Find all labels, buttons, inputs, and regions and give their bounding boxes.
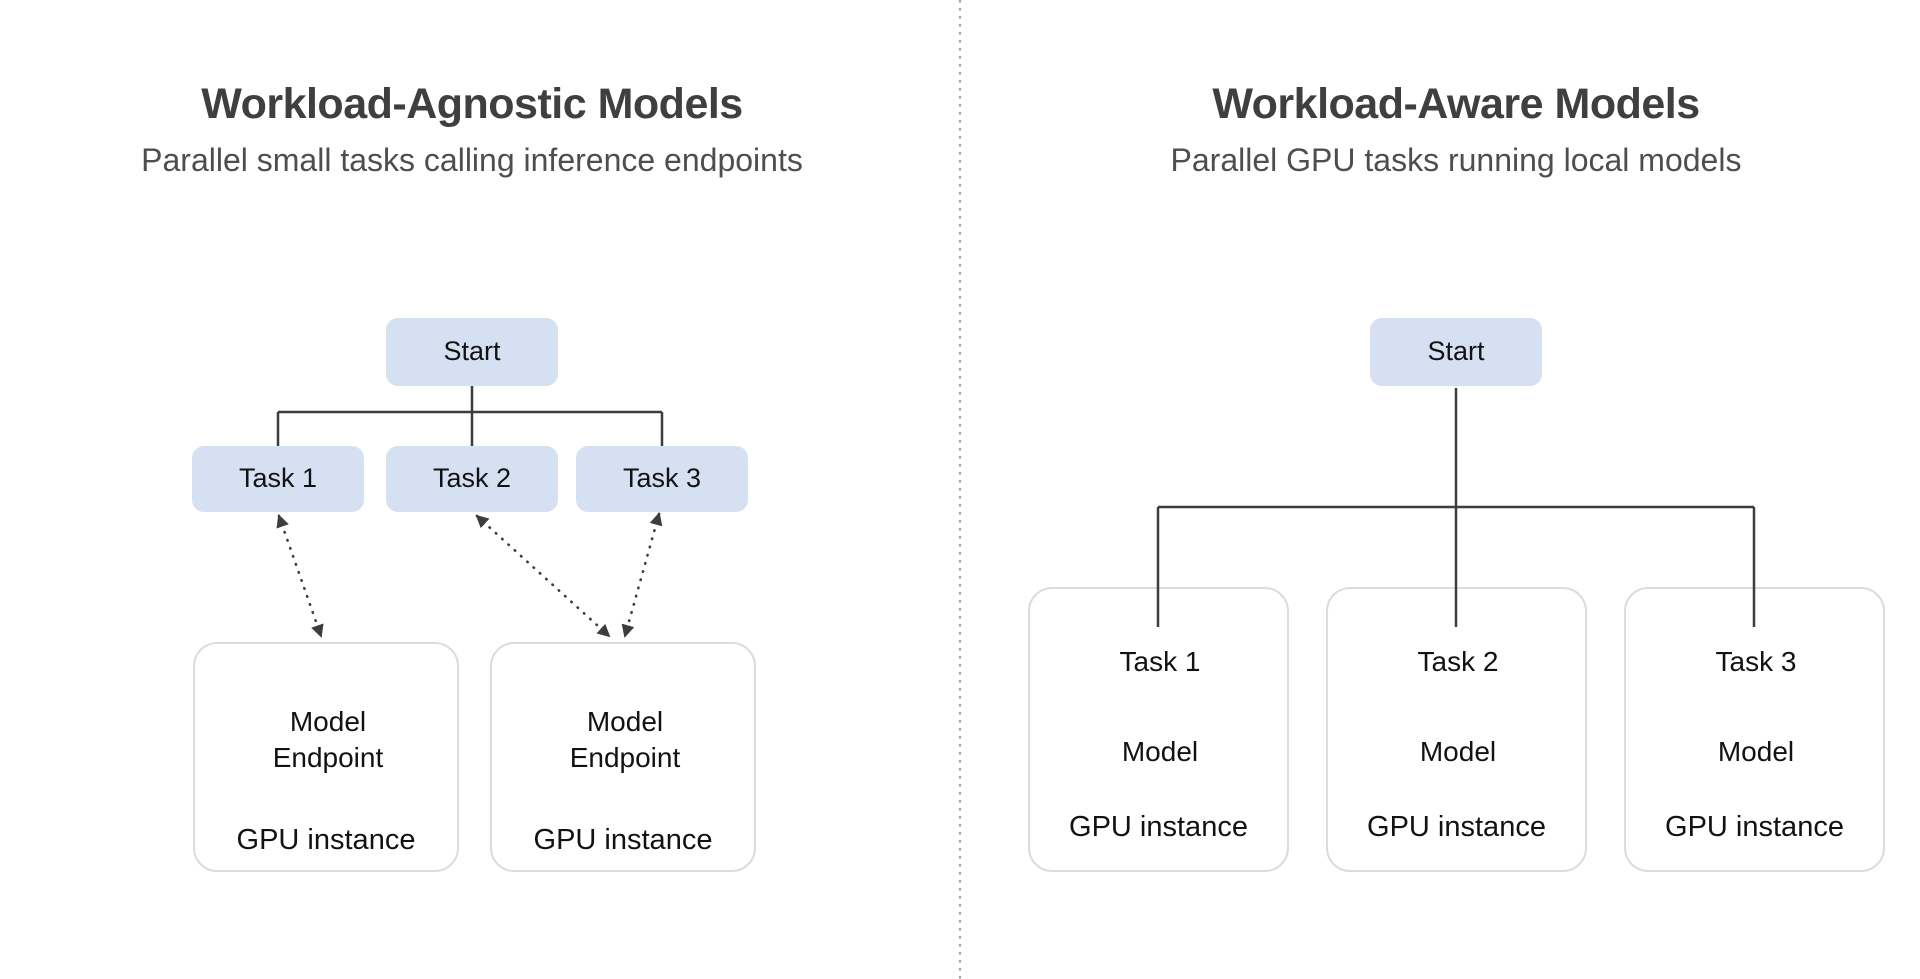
left-task-2-node: Task 2 [386, 446, 558, 512]
left-start-node: Start [386, 318, 558, 386]
arrow-task1-to-endpoint1 [276, 514, 324, 638]
left-panel-title: Workload-Agnostic Models [201, 80, 743, 128]
left-task-1-node: Task 1 [192, 446, 364, 512]
right-model-1-node: Model [1121, 735, 1199, 767]
right-task-3-node: Task 3 [1715, 645, 1797, 677]
right-gpu-instance-3-caption: GPU instance [1665, 811, 1844, 843]
left-panel-subtitle: Parallel small tasks calling inference e… [141, 142, 803, 178]
left-tree-connector [276, 386, 664, 446]
right-task-1-node: Task 1 [1119, 645, 1201, 677]
right-panel-title: Workload-Aware Models [1212, 80, 1700, 128]
left-gpu-instance-1-caption: GPU instance [236, 824, 416, 856]
right-gpu-instance-2-caption: GPU instance [1367, 811, 1546, 843]
left-gpu-instance-2: Model Endpoint GPU instance [490, 642, 756, 872]
right-model-2-node: Model [1419, 735, 1497, 767]
arrow-task3-to-endpoint2 [621, 512, 663, 638]
right-panel-subtitle: Parallel GPU tasks running local models [1170, 142, 1742, 178]
arrow-task2-to-endpoint2 [475, 514, 611, 638]
left-gpu-instance-1: Model Endpoint GPU instance [193, 642, 459, 872]
right-task-2-node: Task 2 [1417, 645, 1499, 677]
right-start-node: Start [1370, 318, 1542, 386]
left-gpu-instance-2-caption: GPU instance [533, 824, 713, 856]
left-task-3-node: Task 3 [576, 446, 748, 512]
right-gpu-instance-3: Task 3 Model GPU instance [1624, 587, 1885, 872]
right-gpu-instance-2: Task 2 Model GPU instance [1326, 587, 1587, 872]
right-model-3-node: Model [1717, 735, 1795, 767]
left-model-endpoint-1-node: Model Endpoint [272, 705, 384, 773]
left-model-endpoint-2-node: Model Endpoint [569, 705, 681, 773]
right-gpu-instance-1: Task 1 Model GPU instance [1028, 587, 1289, 872]
right-gpu-instance-1-caption: GPU instance [1069, 811, 1248, 843]
